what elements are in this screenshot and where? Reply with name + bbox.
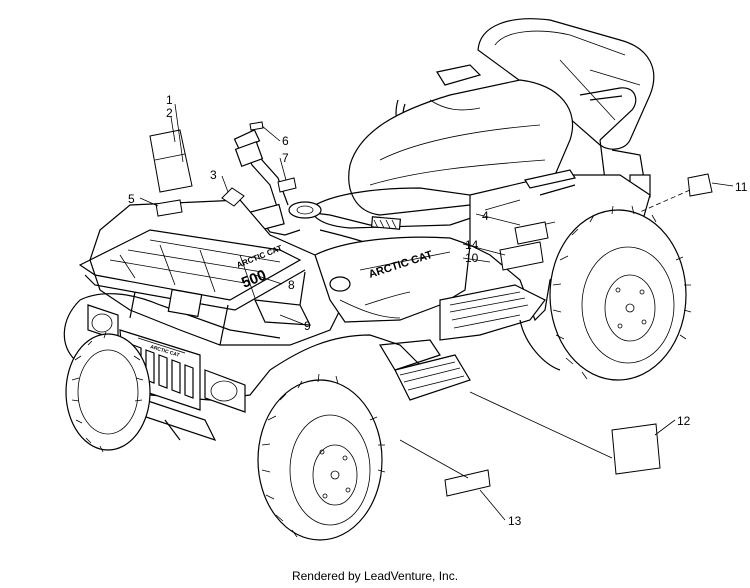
callout-8: 8 xyxy=(288,278,295,292)
decal-7 xyxy=(277,177,297,193)
decal-11 xyxy=(687,173,713,197)
decal-1-2 xyxy=(149,129,193,193)
callout-10: 10 xyxy=(465,251,479,265)
callout-11: 11 xyxy=(735,180,748,194)
callout-3: 3 xyxy=(210,168,217,182)
callout-12: 12 xyxy=(677,414,691,428)
callout-9: 9 xyxy=(304,319,311,333)
decal-13 xyxy=(444,469,491,497)
leader-lines xyxy=(139,103,734,521)
decal-3 xyxy=(221,187,245,207)
footer-credit: Rendered by LeadVenture, Inc. xyxy=(291,569,459,583)
rear-seat-backrest xyxy=(477,18,655,150)
callout-13: 13 xyxy=(508,514,522,528)
decal-6 xyxy=(249,121,264,131)
decal-12 xyxy=(611,423,661,475)
callout-5: 5 xyxy=(128,192,135,206)
handlebars xyxy=(233,129,402,246)
rear-left-wheel-hint xyxy=(519,319,561,371)
front-rack xyxy=(78,229,312,346)
callout-14: 14 xyxy=(465,238,479,252)
decal-4 xyxy=(499,221,549,271)
seat xyxy=(311,79,574,229)
decal-5 xyxy=(155,199,183,217)
callout-6: 6 xyxy=(282,134,289,148)
callout-4: 4 xyxy=(482,209,489,223)
callout-2: 2 xyxy=(166,106,173,120)
side-panel xyxy=(314,236,471,323)
front-left-wheel xyxy=(65,331,151,453)
rear-right-wheel xyxy=(549,205,692,381)
headlights xyxy=(87,304,246,413)
floorboard xyxy=(378,284,546,401)
front-right-wheel xyxy=(257,373,386,541)
callout-7: 7 xyxy=(282,151,289,165)
callout-1: 1 xyxy=(166,93,173,107)
